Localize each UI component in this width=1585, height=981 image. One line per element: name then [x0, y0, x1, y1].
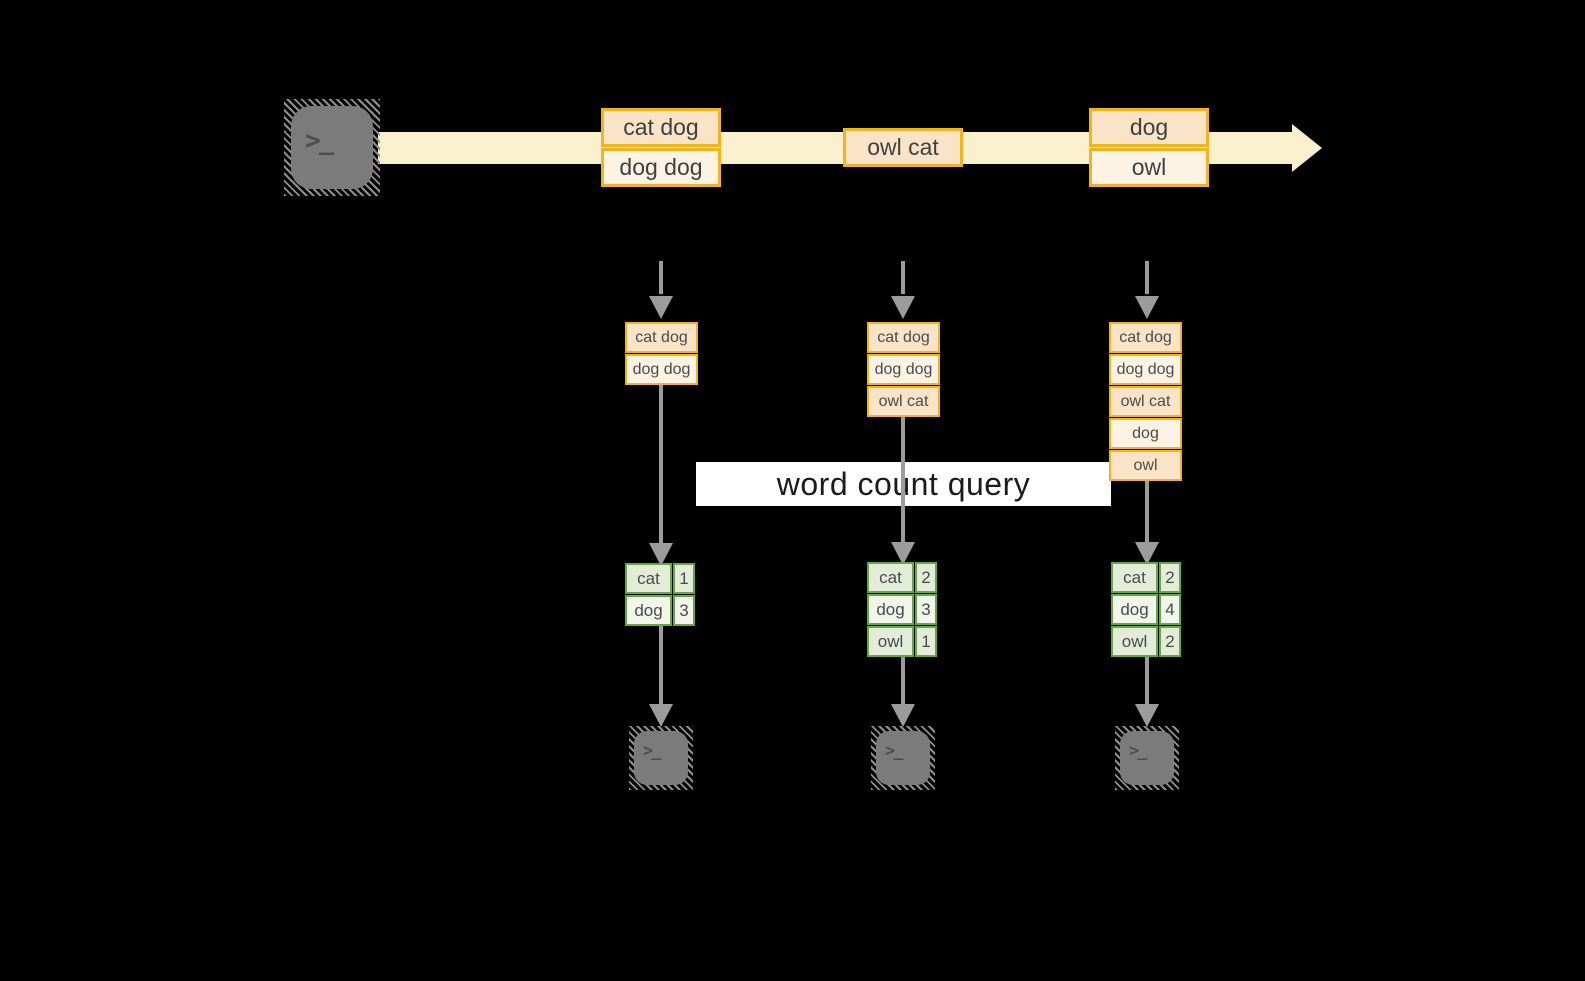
stream-arrowhead-icon: [1292, 124, 1322, 172]
count-value-cell: 1: [673, 563, 695, 594]
output-arrow: [659, 626, 663, 704]
ingest-arrowhead-icon: [649, 296, 673, 319]
count-value-cell: 2: [1159, 626, 1181, 657]
accumulated-record-cell: dog dog: [625, 354, 698, 385]
output-arrowhead-icon: [649, 704, 673, 727]
query-arrowhead-icon: [891, 542, 915, 565]
accumulated-record-cell: owl: [1109, 450, 1182, 481]
terminal-screen: >_: [876, 731, 930, 785]
accumulated-record-cell: owl cat: [867, 386, 940, 417]
terminal-prompt-icon: >_: [305, 126, 334, 156]
stream-record-cell: dog dog: [601, 148, 721, 187]
ingest-arrowhead-icon: [1135, 296, 1159, 319]
query-arrow: [1145, 481, 1149, 542]
accumulated-record-cell: owl cat: [1109, 386, 1182, 417]
accumulated-record-cell: dog dog: [867, 354, 940, 385]
count-value-cell: 2: [915, 562, 937, 593]
output-arrow: [1145, 657, 1149, 704]
terminal-screen: >_: [634, 731, 688, 785]
ingest-arrow-dash: [901, 261, 905, 294]
sink-terminal-icon: >_: [1115, 726, 1179, 790]
accumulated-record-cell: cat dog: [625, 322, 698, 353]
count-value-cell: 4: [1159, 594, 1181, 625]
stream-record-cell: dog: [1089, 108, 1209, 147]
output-arrowhead-icon: [1135, 704, 1159, 727]
terminal-screen: >_: [291, 106, 373, 189]
query-arrowhead-icon: [1135, 542, 1159, 565]
terminal-prompt-icon: >_: [1129, 741, 1148, 761]
count-word-cell: dog: [1111, 594, 1158, 625]
query-arrowhead-icon: [649, 543, 673, 566]
terminal-screen: >_: [1120, 731, 1174, 785]
count-word-cell: owl: [1111, 626, 1158, 657]
count-word-cell: cat: [1111, 562, 1158, 593]
sink-terminal-icon: >_: [629, 726, 693, 790]
count-word-cell: cat: [867, 562, 914, 593]
terminal-prompt-icon: >_: [643, 741, 662, 761]
count-word-cell: dog: [625, 595, 672, 626]
stream-batch: owl cat: [843, 128, 963, 167]
count-value-cell: 2: [1159, 562, 1181, 593]
query-arrow: [901, 417, 905, 542]
stream-record-cell: owl cat: [843, 128, 963, 167]
accumulated-record-cell: dog: [1109, 418, 1182, 449]
ingest-arrow-dash: [1145, 261, 1149, 294]
sink-terminal-icon: >_: [871, 726, 935, 790]
stream-record-cell: owl: [1089, 148, 1209, 187]
count-value-cell: 3: [915, 594, 937, 625]
count-value-cell: 1: [915, 626, 937, 657]
accumulated-record-cell: dog dog: [1109, 354, 1182, 385]
terminal-prompt-icon: >_: [885, 741, 904, 761]
count-word-cell: dog: [867, 594, 914, 625]
ingest-arrowhead-icon: [891, 296, 915, 319]
count-value-cell: 3: [673, 595, 695, 626]
stream-record-cell: cat dog: [601, 108, 721, 147]
output-arrowhead-icon: [891, 704, 915, 727]
ingest-arrow-dash: [659, 261, 663, 294]
accumulated-record-cell: cat dog: [867, 322, 940, 353]
count-word-cell: cat: [625, 563, 672, 594]
output-arrow: [901, 657, 905, 704]
accumulated-record-cell: cat dog: [1109, 322, 1182, 353]
source-terminal-icon: >_: [284, 99, 380, 196]
count-word-cell: owl: [867, 626, 914, 657]
query-arrow: [659, 385, 663, 543]
